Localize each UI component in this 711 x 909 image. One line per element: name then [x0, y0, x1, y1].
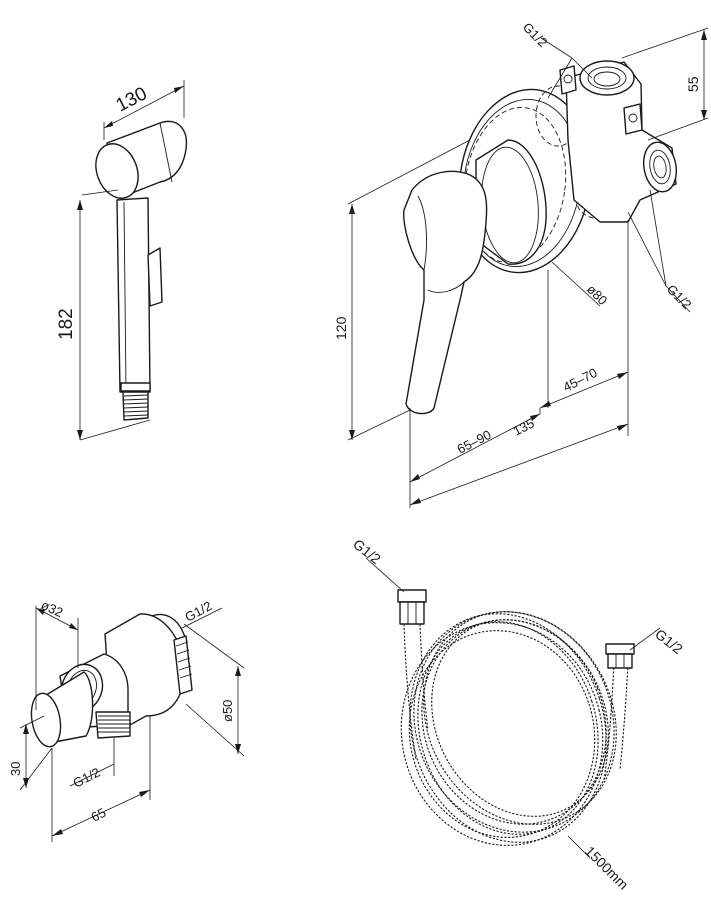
- mixer-connection-side-label: G1/2: [664, 282, 695, 313]
- dim-outlet-height: 30: [8, 716, 52, 790]
- shower-hose: [378, 578, 653, 868]
- mixer-height-label: 120: [333, 316, 349, 340]
- hose-connection-left-label: G1/2: [350, 536, 384, 567]
- mixer-depth-top-label: 55: [685, 76, 701, 92]
- outlet-height-label: 30: [8, 762, 23, 776]
- dim-mixer-projection-total: 135: [410, 380, 628, 505]
- outlet-connection-label: G1/2: [71, 765, 103, 791]
- dim-outlet-thread: G1/2: [182, 598, 222, 628]
- dim-hose-length: 1500mm: [568, 836, 632, 893]
- concealed-mixer: [404, 61, 680, 414]
- wall-outlet-elbow: [28, 609, 196, 749]
- dim-mixer-height: 120: [333, 140, 470, 440]
- dim-hose-connection-right: G1/2: [630, 626, 686, 657]
- dim-outlet-depth: 65: [52, 716, 150, 842]
- hose-connection-right-label: G1/2: [652, 626, 686, 657]
- hygienic-handset: [89, 121, 187, 420]
- dim-outlet-plate-diameter: ø50: [184, 624, 244, 756]
- mixer-projection-range-label: 65–90: [455, 427, 494, 457]
- dim-hose-connection-left: G1/2: [350, 536, 404, 592]
- dim-handset-height: 182: [56, 190, 150, 440]
- outlet-plate-diameter-label: ø50: [220, 700, 235, 722]
- handset-width-label: 130: [113, 83, 151, 116]
- mixer-plate-diameter-label: ø80: [584, 282, 610, 308]
- dim-outlet-connection: G1/2: [70, 738, 114, 791]
- mixer-connection-top-label: G1/2: [520, 20, 551, 51]
- mixer-recess-label: 45–70: [561, 365, 600, 395]
- dim-mixer-plate-diameter: ø80: [552, 262, 610, 308]
- outlet-thread-label: G1/2: [182, 598, 214, 624]
- dim-mixer-connection-side: G1/2: [628, 190, 694, 312]
- handset-height-label: 182: [56, 308, 77, 340]
- hose-length-label: 1500mm: [582, 843, 632, 893]
- outlet-diameter-label: ø32: [39, 597, 66, 620]
- dim-mixer-depth-top: 55: [622, 28, 708, 140]
- outlet-depth-label: 65: [89, 805, 109, 825]
